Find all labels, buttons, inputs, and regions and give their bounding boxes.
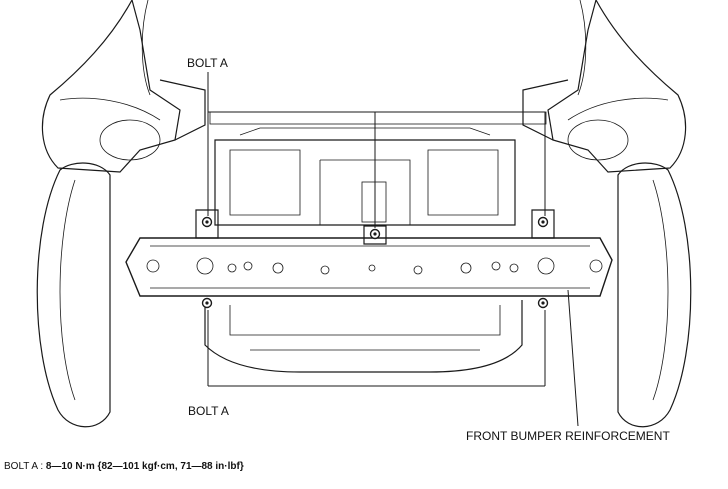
right-fender xyxy=(522,0,687,173)
bolt-right-upper xyxy=(537,216,549,228)
bolt-center xyxy=(369,228,381,240)
right-tire xyxy=(617,162,692,428)
bolt-right-lower xyxy=(537,297,549,309)
lower-cover xyxy=(204,300,523,373)
right-upper-bracket xyxy=(531,209,555,239)
bolt-left-lower xyxy=(201,297,213,309)
bumper-reinforcement xyxy=(125,237,613,297)
front-bumper-reinforcement-callout: FRONT BUMPER REINFORCEMENT xyxy=(466,429,670,443)
radiator-support xyxy=(209,111,547,226)
bolt-a-upper-callout: BOLT A xyxy=(187,56,228,70)
bolt-a-lower-callout: BOLT A xyxy=(188,404,229,418)
left-upper-bracket xyxy=(195,209,219,239)
leader-lines xyxy=(207,72,579,427)
left-fender xyxy=(41,0,206,173)
torque-value: 8—10 N·m {82—101 kgf·cm, 71—88 in·lbf} xyxy=(45,461,244,472)
torque-specification: BOLT A : 8—10 N·m {82—101 kgf·cm, 71—88 … xyxy=(4,461,244,473)
bolt-left-upper xyxy=(201,216,213,228)
torque-label: BOLT A : xyxy=(4,461,46,472)
center-bracket xyxy=(363,225,387,245)
left-tire xyxy=(36,162,111,428)
